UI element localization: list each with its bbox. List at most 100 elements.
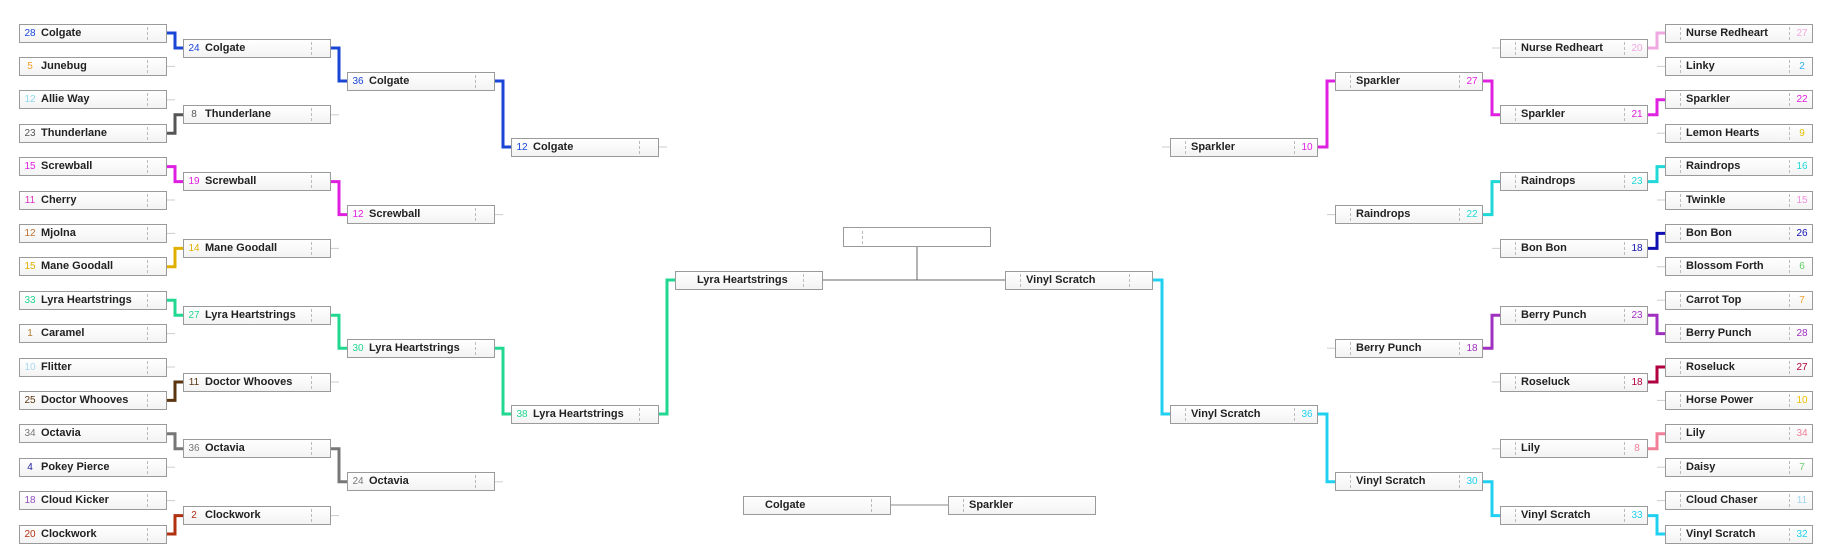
seed-number: 5 <box>27 60 33 72</box>
team-name: Horse Power <box>1686 393 1754 406</box>
seed-number: 25 <box>24 394 36 406</box>
team-name: Allie Way <box>41 93 90 106</box>
slot-divider <box>1680 460 1681 474</box>
slot-divider <box>1350 208 1351 222</box>
team-name: Blossom Forth <box>1686 260 1764 273</box>
team-name: Mane Goodall <box>41 260 114 273</box>
slot-divider <box>147 494 148 508</box>
team-name: Nurse Redheart <box>1686 26 1768 39</box>
slot-divider <box>475 74 476 88</box>
seed-number: 32 <box>1796 528 1808 540</box>
slot-divider <box>1624 41 1625 55</box>
team-slot[interactable]: Vinyl Scratch <box>1005 270 1153 290</box>
winner-path <box>1318 79 1335 149</box>
winner-path <box>167 246 183 269</box>
slot-divider <box>1459 475 1460 489</box>
slot-divider <box>1129 273 1130 287</box>
team-name: Sparkler <box>1686 93 1731 106</box>
slot-divider <box>1350 74 1351 88</box>
team-name: Roseluck <box>1686 360 1735 373</box>
winner-path <box>167 298 183 317</box>
team-slot[interactable]: Colgate <box>743 495 891 515</box>
team-slot[interactable]: Sparkler <box>948 495 1096 515</box>
slot-divider <box>147 93 148 107</box>
team-name: Raindrops <box>1686 160 1741 173</box>
slot-divider <box>1515 41 1516 55</box>
team-slot[interactable]: Lyra Heartstrings <box>675 270 823 290</box>
slot-divider <box>1680 59 1681 73</box>
slot-divider <box>1459 341 1460 355</box>
slot-divider <box>1624 108 1625 122</box>
seed-number: 27 <box>1466 75 1478 87</box>
slot-divider <box>311 108 312 122</box>
seed-number: 34 <box>1796 428 1808 440</box>
winner-path <box>1648 165 1665 184</box>
team-name: Colgate <box>369 74 410 87</box>
team-name: Berry Punch <box>1356 341 1422 354</box>
team-name: Lemon Hearts <box>1686 126 1760 139</box>
slot-divider <box>1515 308 1516 322</box>
team-name: Clockwork <box>205 509 261 522</box>
